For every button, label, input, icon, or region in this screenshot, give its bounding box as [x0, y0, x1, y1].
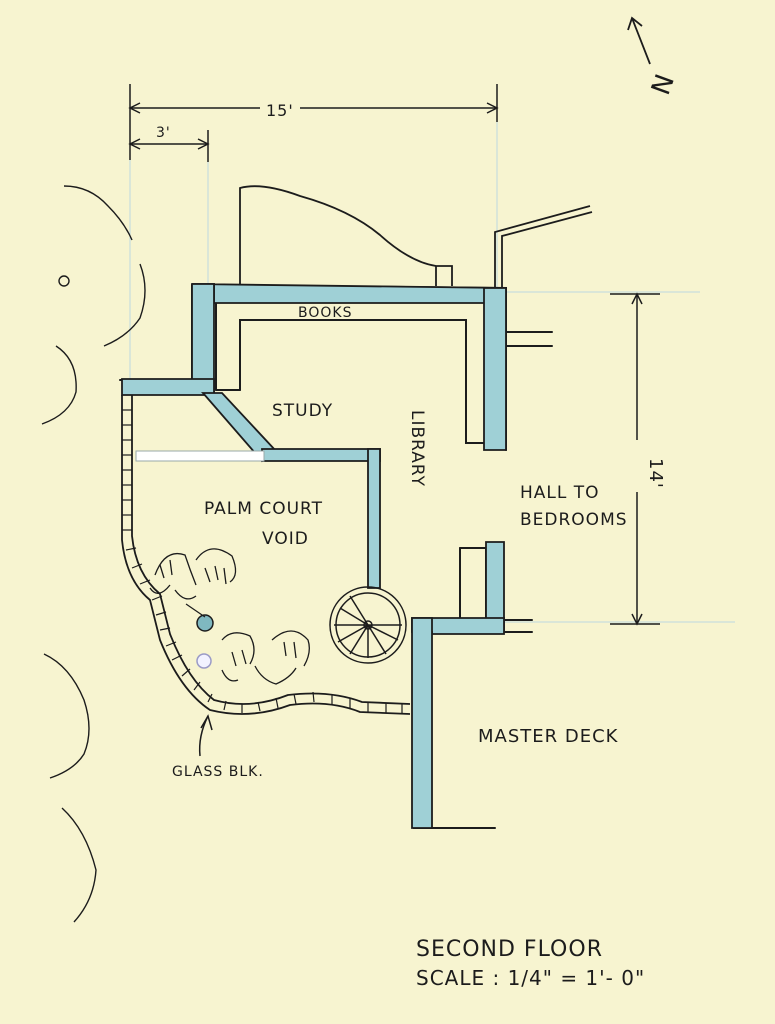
wall-deck-left: [411, 617, 433, 829]
north-arrow-letter: N: [646, 70, 681, 99]
upper-roof-outline: [239, 185, 593, 288]
room-label-palm-court-void: VOID: [262, 529, 309, 549]
dimension-lines: [128, 84, 660, 626]
glass-block-wall: [121, 395, 411, 715]
dimension-3ft: 3': [156, 125, 171, 141]
dimension-15ft: 15': [266, 101, 294, 120]
wall-left-horizontal: [121, 378, 215, 396]
room-label-library: LIBRARY: [407, 410, 427, 487]
palm-trees-sketch: [149, 548, 310, 685]
glass-block-label: GLASS BLK.: [172, 764, 264, 780]
wall-top: [191, 283, 507, 304]
drawing-scale: SCALE : 1/4" = 1'- 0": [416, 966, 645, 990]
dimension-14ft: 14': [645, 458, 666, 489]
wall-study-bottom: [261, 448, 381, 462]
spiral-stair: [329, 586, 407, 664]
room-label-study: STUDY: [272, 401, 333, 421]
landscape-shrubs: [41, 185, 146, 923]
palm-trunk-marker: [196, 614, 214, 632]
palm-trunk-marker-light: [196, 653, 212, 669]
wall-right-upper: [483, 287, 507, 451]
glazing-strip: [135, 450, 265, 462]
room-label-palm-court: PALM COURT: [204, 499, 323, 519]
wall-study-right: [367, 448, 381, 589]
room-label-hall: HALL TO: [520, 483, 600, 503]
palm-trunk-line: [185, 603, 206, 618]
room-label-hall-bedrooms: BEDROOMS: [520, 510, 628, 530]
room-label-master-deck: MASTER DECK: [478, 726, 619, 747]
construction-guides: [129, 100, 735, 623]
room-label-books: BOOKS: [298, 305, 352, 321]
drawing-title: SECOND FLOOR: [416, 937, 603, 962]
north-arrow-icon: [627, 16, 651, 65]
wall-left-upper: [191, 283, 215, 394]
glass-block-leader: [198, 714, 213, 757]
walls-colored: [121, 283, 507, 829]
